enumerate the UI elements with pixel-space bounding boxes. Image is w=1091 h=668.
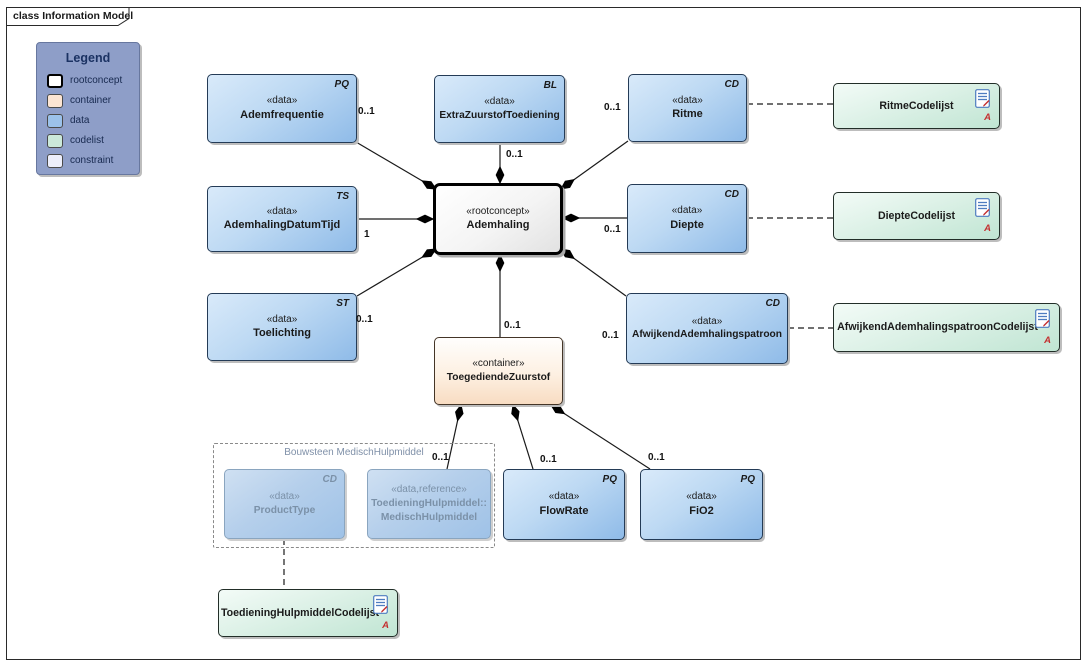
type-label: PQ bbox=[740, 474, 755, 485]
legend-item-constraint: constraint bbox=[47, 151, 139, 170]
type-label: CD bbox=[322, 474, 337, 485]
abstract-mark: A bbox=[1044, 335, 1051, 347]
class-ademhaling-rootconcept[interactable]: «rootconcept» Ademhaling bbox=[433, 183, 563, 255]
multiplicity-flowrate: 0..1 bbox=[540, 454, 557, 465]
class-ritmecodelijst[interactable]: RitmeCodelijst A bbox=[833, 83, 1000, 129]
diagram-tab: class Information Model bbox=[6, 7, 136, 26]
codelist-swatch bbox=[47, 133, 63, 148]
data-swatch bbox=[47, 113, 63, 128]
class-toedieninghulpmiddelcodelijst[interactable]: ToedieningHulpmiddelCodelijst A bbox=[218, 589, 398, 637]
class-fio2[interactable]: PQ «data» FiO2 bbox=[640, 469, 763, 540]
document-icon bbox=[373, 595, 389, 615]
multiplicity-afwijkend: 0..1 bbox=[602, 330, 619, 341]
class-afwijkendademhalingspatrooncodelijst[interactable]: AfwijkendAdemhalingspatroonCodelijst A bbox=[833, 303, 1060, 352]
legend-item-codelist: codelist bbox=[47, 131, 139, 150]
boundary-bouwsteen-medischhulpmiddel[interactable] bbox=[213, 443, 495, 548]
multiplicity-extrazuurstof: 0..1 bbox=[506, 149, 523, 160]
class-flowrate[interactable]: PQ «data» FlowRate bbox=[503, 469, 625, 540]
multiplicity-fio2: 0..1 bbox=[648, 452, 665, 463]
type-label: CD bbox=[765, 298, 780, 309]
class-extrazuurstoftoediening[interactable]: BL «data» ExtraZuurstofToediening bbox=[434, 75, 565, 143]
legend-item-container: container bbox=[47, 91, 139, 110]
class-afwijkendademhalingspatroon[interactable]: CD «data» AfwijkendAdemhalingspatroon bbox=[626, 293, 788, 364]
document-icon bbox=[975, 198, 991, 218]
class-ademfrequentie[interactable]: PQ «data» Ademfrequentie bbox=[207, 74, 357, 143]
type-label: PQ bbox=[602, 474, 617, 485]
type-label: CD bbox=[724, 79, 739, 90]
multiplicity-datumtijd: 1 bbox=[364, 229, 370, 240]
multiplicity-toegediendezuurstof: 0..1 bbox=[504, 320, 521, 331]
class-ritme[interactable]: CD «data» Ritme bbox=[628, 74, 747, 142]
type-label: PQ bbox=[334, 79, 349, 90]
container-swatch bbox=[47, 93, 63, 108]
class-diepte[interactable]: CD «data» Diepte bbox=[627, 184, 747, 253]
type-label: ST bbox=[336, 298, 349, 309]
class-dieptecodelijst[interactable]: DiepteCodelijst A bbox=[833, 192, 1000, 240]
multiplicity-diepte: 0..1 bbox=[604, 224, 621, 235]
multiplicity-ademfrequentie: 0..1 bbox=[358, 106, 375, 117]
abstract-mark: A bbox=[984, 112, 991, 124]
diagram-title: class Information Model bbox=[13, 10, 134, 22]
type-label: CD bbox=[724, 189, 739, 200]
class-producttype[interactable]: CD «data» ProductType bbox=[224, 469, 345, 539]
legend-item-rootconcept: rootconcept bbox=[47, 71, 139, 90]
class-toegediendezuurstof-container[interactable]: «container» ToegediendeZuurstof bbox=[434, 337, 563, 405]
document-icon bbox=[975, 89, 991, 109]
type-label: TS bbox=[336, 191, 349, 202]
multiplicity-ritme: 0..1 bbox=[604, 102, 621, 113]
abstract-mark: A bbox=[382, 620, 389, 632]
legend-title: Legend bbox=[65, 51, 111, 65]
legend-item-data: data bbox=[47, 111, 139, 130]
abstract-mark: A bbox=[984, 223, 991, 235]
type-label: BL bbox=[543, 80, 557, 91]
class-ademhalingdatumtijd[interactable]: TS «data» AdemhalingDatumTijd bbox=[207, 186, 357, 252]
document-icon bbox=[1035, 309, 1051, 329]
class-toelichting[interactable]: ST «data» Toelichting bbox=[207, 293, 357, 361]
legend[interactable]: Legend rootconcept container data codeli… bbox=[36, 42, 140, 175]
diagram-frame bbox=[6, 7, 1081, 660]
class-medischhulpmiddel-reference[interactable]: «data,reference» ToedieningHulpmiddel:: … bbox=[367, 469, 491, 539]
multiplicity-toelichting: 0..1 bbox=[356, 314, 373, 325]
boundary-label: Bouwsteen MedischHulpmiddel bbox=[284, 447, 424, 458]
rootconcept-swatch bbox=[47, 73, 63, 88]
multiplicity-medischhulpmiddel: 0..1 bbox=[432, 452, 449, 463]
tab-shape bbox=[6, 7, 130, 26]
constraint-swatch bbox=[47, 153, 63, 168]
